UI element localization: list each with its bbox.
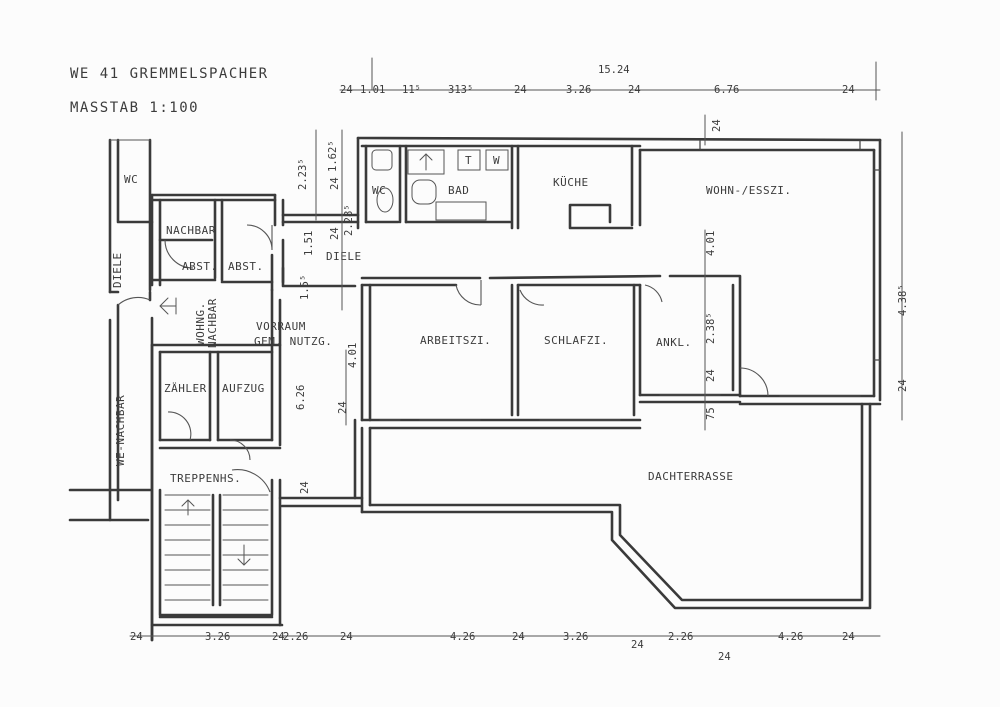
dim-bottom-11: 4.26 <box>778 631 803 643</box>
dim-top-8: 24 <box>842 84 855 96</box>
toilet-bowl-icon <box>411 179 437 205</box>
room-label-treppenhs: TREPPENHS. <box>170 472 241 485</box>
neighbor-rooms <box>150 193 285 292</box>
dim-bottom-9: 2.26 <box>668 631 693 643</box>
room-label-zaehler: ZÄHLER <box>164 382 207 395</box>
shower-icon <box>407 149 445 175</box>
dim-top-6: 24 <box>628 84 641 96</box>
bath-fixtures <box>371 149 509 221</box>
dim-vertical-0: 2.23⁵ <box>297 158 309 190</box>
dim-bottom-5: 4.26 <box>450 631 475 643</box>
room-label-kueche: KÜCHE <box>553 176 589 189</box>
neighbor-wing <box>68 138 154 642</box>
room-label-ankl: ANKL. <box>656 336 692 349</box>
dim-vertical-17: 24 <box>711 119 723 132</box>
dim-vertical-11: 4.01 <box>705 231 717 256</box>
room-label-aufzug: AUFZUG <box>222 382 265 395</box>
dim-top-4: 24 <box>514 84 527 96</box>
dim-vertical-1: 1.62⁵ <box>327 140 339 172</box>
washer-icon <box>485 149 509 171</box>
dim-bottom-4: 24 <box>340 631 353 643</box>
room-label-abst-2: ABST. <box>228 260 264 273</box>
room-label-abst-1: ABST. <box>182 260 218 273</box>
dim-top-3: 313⁵ <box>448 84 473 96</box>
dim-vertical-8: 6.26 <box>295 385 307 410</box>
room-label-wohn-esszi: WOHN-/ESSZI. <box>706 184 791 197</box>
dim-top-0: 24 <box>340 84 353 96</box>
room-labels: WC NACHBAR ABST. ABST. DIELE WOHNG. NACH… <box>111 154 791 485</box>
dim-bottom-6: 24 <box>512 631 525 643</box>
room-label-wohng-nachbar-2: NACHBAR <box>206 298 219 348</box>
dim-vertical-9: 24 <box>337 401 349 414</box>
dim-vertical-3: 2.28⁵ <box>343 204 355 236</box>
room-label-nachbar: NACHBAR <box>166 224 216 237</box>
room-label-diele-left: DIELE <box>111 252 124 288</box>
apartment-walls <box>281 136 882 430</box>
dim-bottom-8: 24 <box>631 639 644 651</box>
room-label-diele: DIELE <box>326 250 362 263</box>
room-label-gem-nutzg: GEM. NUTZG. <box>254 335 332 348</box>
dim-top-7: 6.76 <box>714 84 739 96</box>
dim-top-total: 15.24 <box>598 64 630 76</box>
dim-vertical-6: 1.5⁵ <box>299 275 311 300</box>
plan-title: WE 41 GREMMELSPACHER <box>70 66 269 82</box>
entry-arrow-icon <box>159 297 177 315</box>
washbasin-icon <box>371 149 393 171</box>
toilet-icon <box>376 187 394 213</box>
roof-terrace <box>360 402 872 610</box>
dim-top-1: 1.01 <box>360 84 385 96</box>
top-dimension-chain: 15.24 <box>339 57 881 101</box>
dim-top-2: 11⁵ <box>402 84 421 96</box>
dim-top-5: 3.26 <box>566 84 591 96</box>
vertical-dimension-chain <box>315 114 903 431</box>
dim-vertical-10: 24 <box>299 481 311 494</box>
room-label-wohng-nachbar-1: WOHNG. <box>194 302 207 345</box>
room-label-we-nachbar: WE-NACHBAR <box>114 395 127 466</box>
room-label-w: W <box>493 154 500 167</box>
room-label-dachterrasse: DACHTERRASSE <box>648 470 733 483</box>
plan-scale: MASSTAB 1:100 <box>70 100 199 116</box>
stair-core <box>150 288 364 642</box>
dryer-icon <box>457 149 481 171</box>
dim-bottom-7: 3.26 <box>563 631 588 643</box>
stair-down-arrow-icon <box>237 544 251 566</box>
dim-bottom-12: 24 <box>842 631 855 643</box>
dim-vertical-7: 4.01 <box>347 343 359 368</box>
dim-vertical-16: 75 <box>705 407 717 420</box>
dim-bottom-2: 24 <box>272 631 285 643</box>
dim-vertical-15: 24 <box>897 379 909 392</box>
dim-vertical-13: 24 <box>705 369 717 382</box>
dim-vertical-2: 24 <box>329 177 341 190</box>
dim-bottom-1: 3.26 <box>205 631 230 643</box>
bathtub-icon <box>435 201 487 221</box>
dim-bottom-0: 24 <box>130 631 143 643</box>
room-label-vorraum: VORRAUM <box>256 320 306 333</box>
room-label-schlafzi: SCHLAFZI. <box>544 334 608 347</box>
dim-vertical-12: 2.38⁵ <box>705 312 717 344</box>
dim-bottom-10: 24 <box>718 651 731 663</box>
room-label-t: T <box>465 154 472 167</box>
stair-up-arrow-icon <box>181 499 195 516</box>
room-label-bad: BAD <box>448 184 469 197</box>
dim-vertical-5: 24 <box>329 227 341 240</box>
room-label-wc-neighbor: WC <box>124 173 138 186</box>
dim-vertical-4: 1.51 <box>303 231 315 256</box>
room-label-wc: WC <box>372 184 386 197</box>
dim-bottom-3: 2.26 <box>283 631 308 643</box>
room-label-arbeitszi: ARBEITSZI. <box>420 334 491 347</box>
dim-vertical-14: 4.38⁵ <box>897 284 909 316</box>
